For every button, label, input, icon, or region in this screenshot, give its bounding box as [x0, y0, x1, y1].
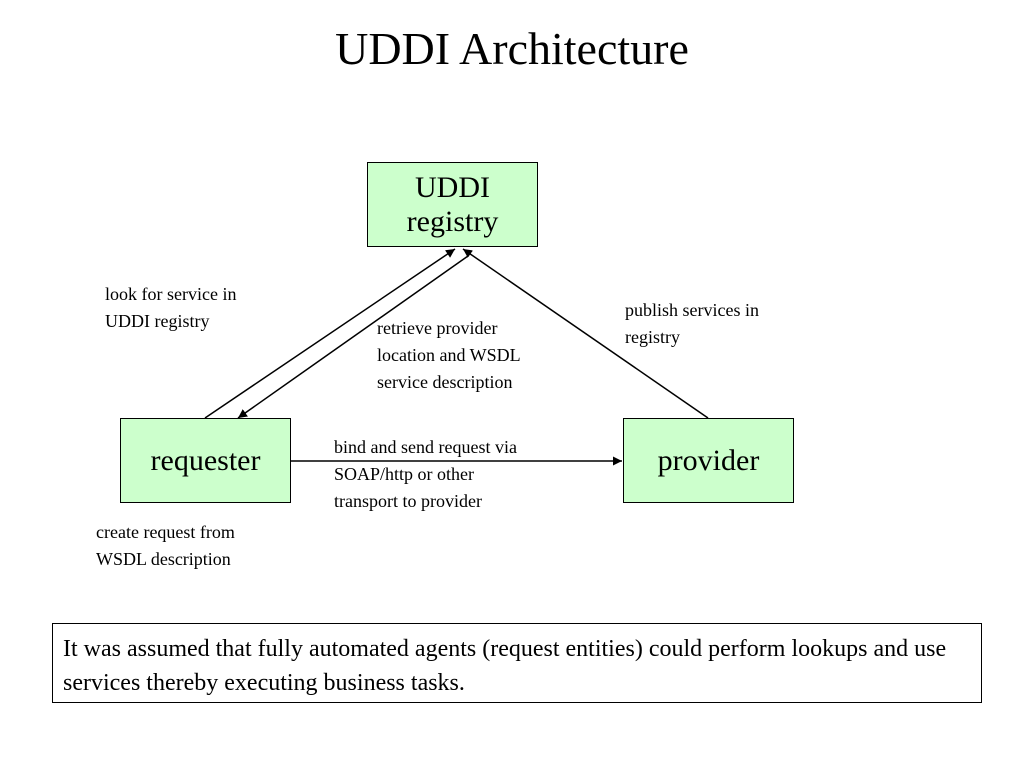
bind-request-label: bind and send request via SOAP/http or o… — [334, 437, 517, 511]
note-box: It was assumed that fully automated agen… — [52, 623, 982, 703]
provider-label: provider — [657, 443, 760, 477]
page-title: UDDI Architecture — [335, 23, 689, 74]
requester-label: requester — [150, 443, 261, 477]
uddi-registry-node: UDDI registry — [367, 162, 538, 247]
uddi-registry-label: UDDI registry — [406, 170, 499, 238]
lookup-service-label: look for service in UDDI registry — [105, 284, 237, 331]
create-request-label: create request from WSDL description — [96, 522, 235, 569]
provider-node: provider — [623, 418, 794, 503]
retrieve-provider-label: retrieve provider location and WSDL serv… — [377, 318, 521, 392]
note-text: It was assumed that fully automated agen… — [63, 636, 947, 696]
arrow-requester-to-registry — [204, 248, 456, 419]
arrow-registry-to-requester — [237, 255, 469, 419]
publish-services-label: publish services in registry — [625, 300, 759, 347]
arrow-provider-to-registry — [462, 248, 709, 419]
requester-node: requester — [120, 418, 291, 503]
